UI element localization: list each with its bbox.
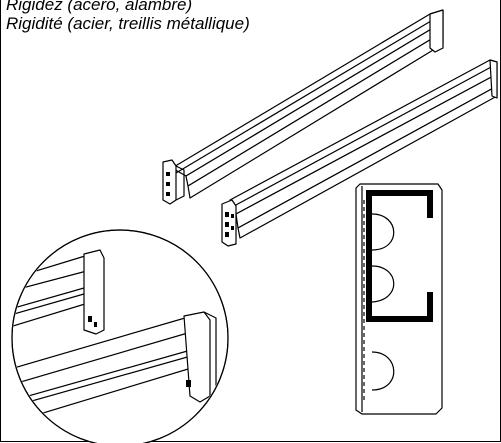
front-beam	[221, 59, 498, 247]
rear-beam	[162, 9, 444, 205]
caption-french: Rigidité (acier, treillis métallique)	[6, 14, 250, 33]
detail-circle	[11, 229, 229, 443]
connector-profile	[355, 183, 443, 415]
caption-spanish: Rigidez (acero, alambre)	[6, 0, 193, 14]
